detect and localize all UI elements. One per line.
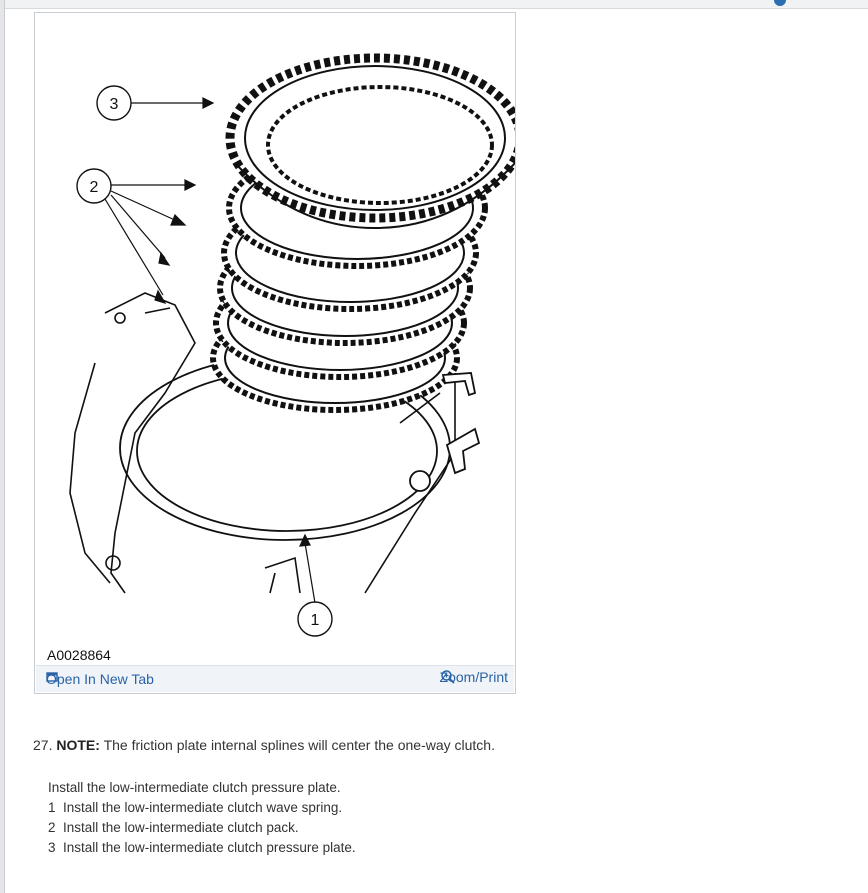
instruction-item: 3 Install the low-intermediate clutch pr…	[48, 838, 356, 858]
figure-toolbar: Open In New Tab Zoom/Print	[36, 665, 514, 692]
scroll-indicator	[774, 0, 786, 6]
top-border	[0, 0, 868, 9]
clutch-illustration: 3 2 1	[69, 53, 515, 637]
instruction-number: 2	[48, 820, 56, 835]
instruction-item: 2 Install the low-intermediate clutch pa…	[48, 818, 356, 838]
step-27-note: 27. NOTE: The friction plate internal sp…	[33, 737, 495, 753]
open-tab-icon	[46, 672, 58, 682]
zoom-print-link[interactable]: Zoom/Print	[440, 669, 508, 685]
instruction-number: 3	[48, 840, 56, 855]
zoom-print-label: Zoom/Print	[439, 669, 508, 685]
callout-arrows	[104, 97, 316, 604]
callout-3: 3	[96, 85, 132, 121]
instruction-intro: Install the low-intermediate clutch pres…	[48, 780, 341, 795]
instruction-text: Install the low-intermediate clutch wave…	[63, 800, 343, 815]
callout-3-label: 3	[110, 96, 119, 113]
open-in-new-tab-label: Open In New Tab	[46, 671, 154, 687]
instruction-item: 1 Install the low-intermediate clutch wa…	[48, 798, 356, 818]
left-rule	[0, 0, 5, 893]
note-text: The friction plate internal splines will…	[103, 737, 495, 753]
clutch-illustration-figure: 3 2 1 A0028864 Open In New Tab	[34, 12, 516, 694]
pressure-plate	[225, 53, 515, 230]
retaining-clips	[409, 372, 481, 492]
step-number: 27.	[33, 737, 53, 753]
callout-1-label: 1	[311, 612, 320, 629]
instruction-text: Install the low-intermediate clutch pack…	[63, 820, 299, 835]
instruction-list: Install the low-intermediate clutch pres…	[48, 778, 356, 858]
instruction-text: Install the low-intermediate clutch pres…	[63, 840, 356, 855]
callout-2-label: 2	[90, 179, 99, 196]
callout-1: 1	[297, 601, 333, 637]
instruction-number: 1	[48, 800, 56, 815]
callout-2: 2	[76, 168, 112, 204]
note-label: NOTE:	[56, 737, 100, 753]
zoom-icon	[440, 670, 455, 684]
open-in-new-tab-link[interactable]: Open In New Tab	[46, 671, 154, 687]
figure-id: A0028864	[47, 647, 111, 663]
